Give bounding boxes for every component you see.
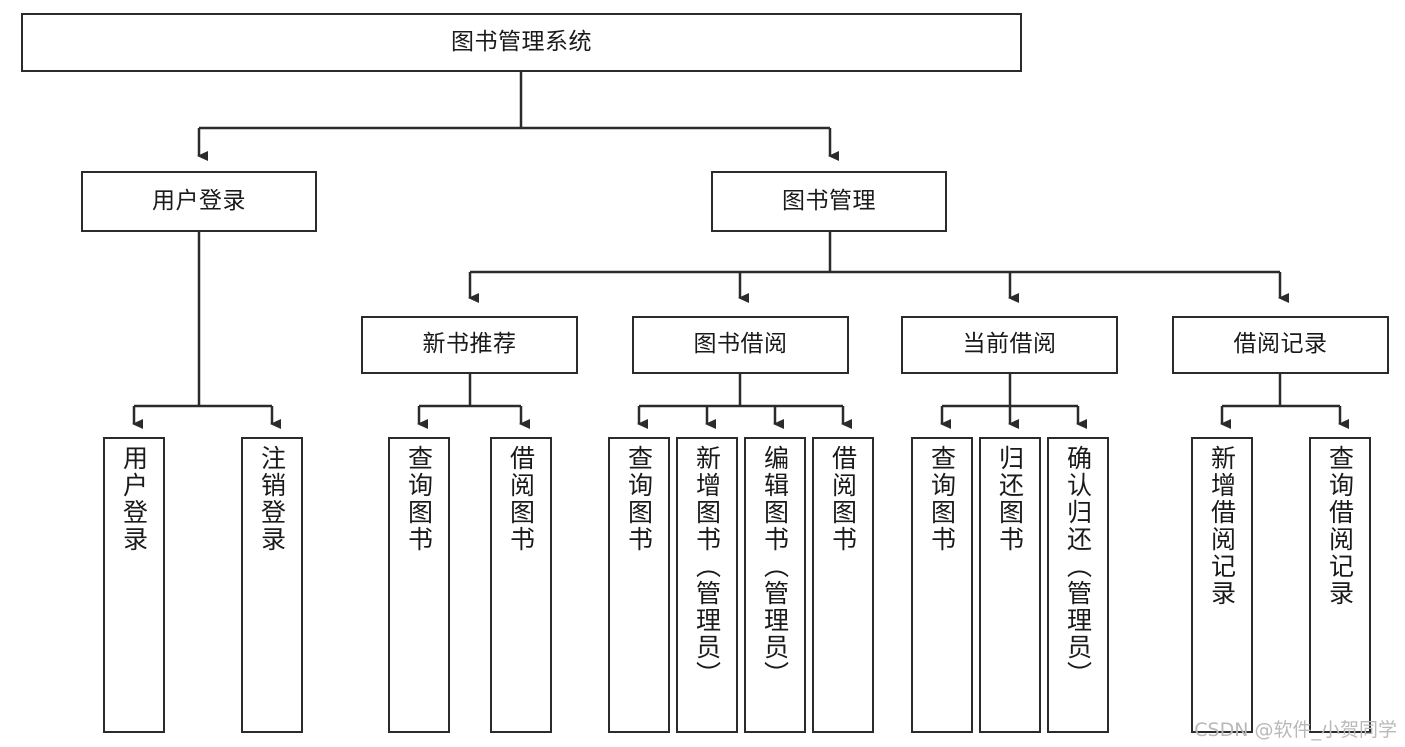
- leaf-user-login-signin[interactable]: 用户登录: [103, 437, 165, 733]
- leaf-borrow-edit-book-admin[interactable]: 编辑图书（管理员）: [744, 437, 806, 733]
- node-label: 图书管理系统: [451, 28, 592, 55]
- leaf-current-query-book[interactable]: 查询图书: [911, 437, 973, 733]
- node-book-management[interactable]: 图书管理: [711, 171, 947, 232]
- leaf-user-login-signout[interactable]: 注销登录: [241, 437, 303, 733]
- node-new-book-recommend[interactable]: 新书推荐: [361, 316, 578, 374]
- node-label: 编辑图书（管理员）: [760, 445, 790, 688]
- node-borrow-record[interactable]: 借阅记录: [1172, 316, 1389, 374]
- leaf-borrow-borrow-book[interactable]: 借阅图书: [812, 437, 874, 733]
- leaf-borrow-add-book-admin[interactable]: 新增图书（管理员）: [676, 437, 738, 733]
- node-label: 归还图书: [995, 445, 1025, 553]
- node-label: 借阅图书: [506, 445, 536, 553]
- leaf-borrow-query-book[interactable]: 查询图书: [608, 437, 670, 733]
- node-root-system[interactable]: 图书管理系统: [21, 13, 1022, 72]
- node-label: 查询图书: [624, 445, 654, 553]
- node-book-borrow[interactable]: 图书借阅: [632, 316, 849, 374]
- node-label: 当前借阅: [962, 331, 1057, 358]
- leaf-recommend-query-book[interactable]: 查询图书: [388, 437, 450, 733]
- leaf-current-return-book[interactable]: 归还图书: [979, 437, 1041, 733]
- node-label: 新书推荐: [422, 331, 517, 358]
- node-label: 查询借阅记录: [1325, 445, 1355, 607]
- leaf-recommend-borrow-book[interactable]: 借阅图书: [490, 437, 552, 733]
- node-label: 借阅图书: [828, 445, 858, 553]
- node-user-login[interactable]: 用户登录: [81, 171, 317, 232]
- node-label: 用户登录: [119, 445, 149, 553]
- node-label: 确认归还（管理员）: [1063, 445, 1093, 688]
- node-label: 查询图书: [404, 445, 434, 553]
- leaf-record-query-record[interactable]: 查询借阅记录: [1309, 437, 1371, 733]
- node-label: 新增图书（管理员）: [692, 445, 722, 688]
- node-label: 图书管理: [782, 187, 876, 214]
- leaf-current-confirm-return-admin[interactable]: 确认归还（管理员）: [1047, 437, 1109, 733]
- watermark-text: CSDN @软件_小贺同学: [1194, 719, 1397, 741]
- node-label: 图书借阅: [693, 331, 788, 358]
- node-label: 新增借阅记录: [1207, 445, 1237, 607]
- node-label: 用户登录: [152, 187, 246, 214]
- leaf-record-add-record[interactable]: 新增借阅记录: [1191, 437, 1253, 733]
- node-label: 注销登录: [257, 445, 287, 553]
- node-label: 借阅记录: [1233, 331, 1328, 358]
- node-label: 查询图书: [927, 445, 957, 553]
- node-current-borrow[interactable]: 当前借阅: [901, 316, 1118, 374]
